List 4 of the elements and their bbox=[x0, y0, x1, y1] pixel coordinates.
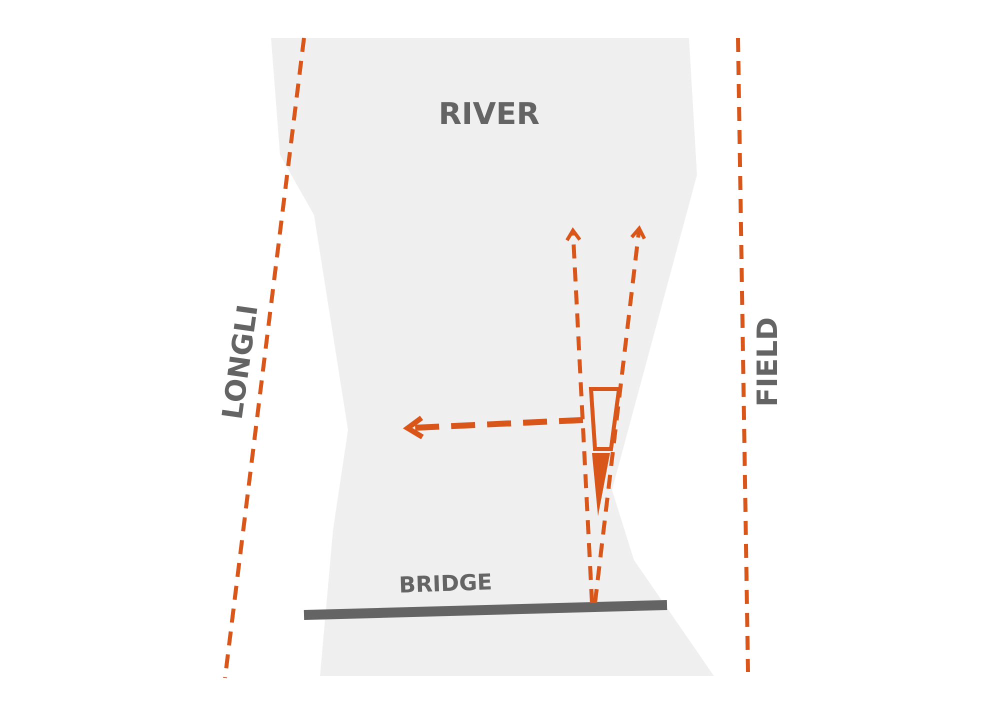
place-label: FIELD bbox=[754, 317, 782, 407]
bridge-label: BRIDGE bbox=[398, 572, 492, 598]
river-label: RIVER bbox=[438, 100, 540, 130]
place-label: LONGLI bbox=[218, 302, 262, 422]
